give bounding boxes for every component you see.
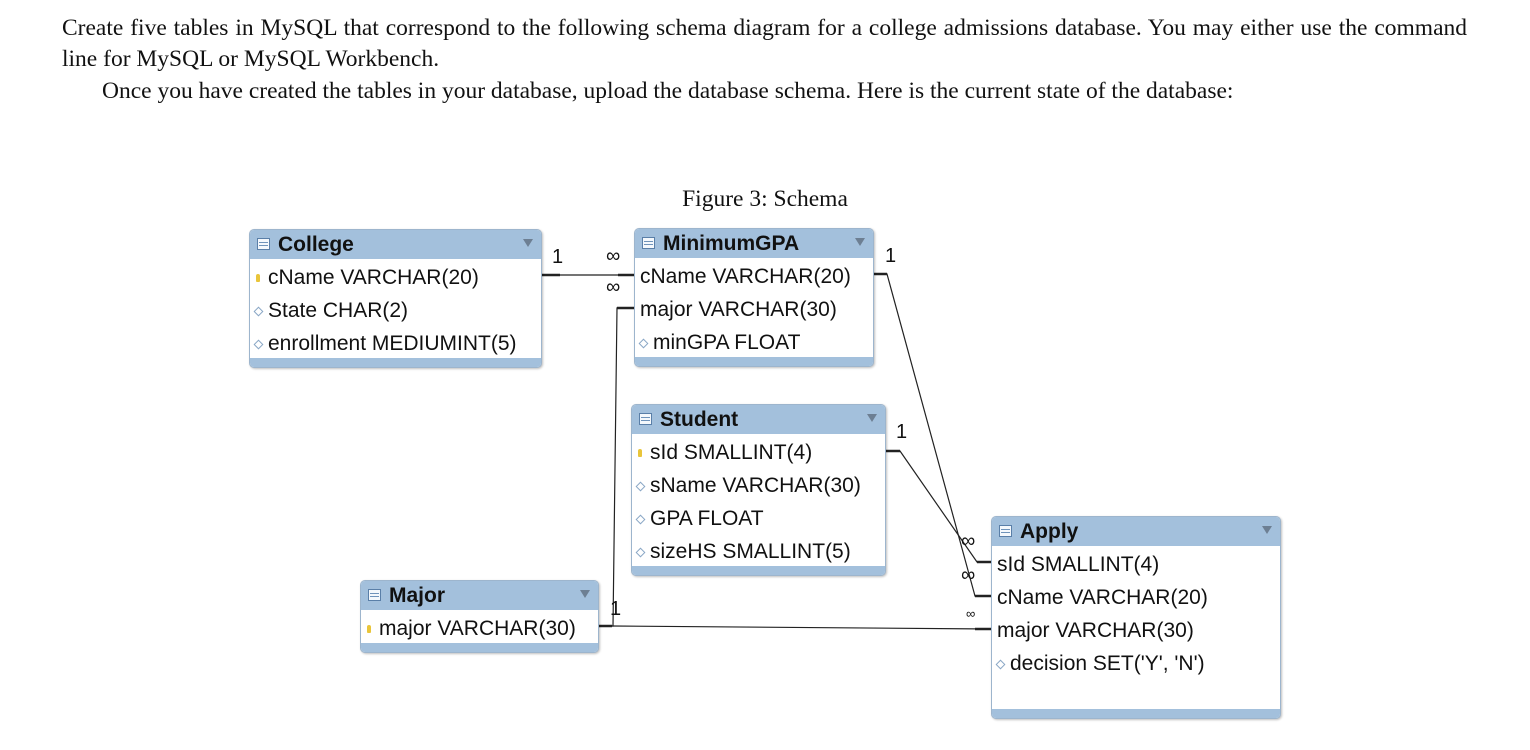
table-icon: [642, 237, 655, 249]
column-row: State CHAR(2): [250, 294, 541, 327]
column-row: sId SMALLINT(4): [632, 436, 885, 469]
column-definition: GPA FLOAT: [650, 507, 764, 530]
apply-table[interactable]: Apply sId SMALLINT(4) cName VARCHAR(20) …: [991, 516, 1281, 719]
table-icon: [639, 413, 652, 425]
chevron-down-icon[interactable]: [855, 238, 865, 246]
diamond-icon: [253, 306, 264, 317]
instructions-paragraph-1: Create five tables in MySQL that corresp…: [62, 15, 1467, 72]
column-row: sizeHS SMALLINT(5): [632, 535, 885, 568]
table-name: College: [278, 233, 354, 256]
diamond-icon: [253, 339, 264, 350]
key-icon: [367, 625, 371, 633]
column-row: major VARCHAR(30): [992, 614, 1280, 647]
table-icon: [257, 238, 270, 250]
cardinality-many-label: ∞: [961, 530, 976, 552]
apply-table-header[interactable]: Apply: [992, 517, 1280, 546]
column-definition: sName VARCHAR(30): [650, 474, 861, 497]
chevron-down-icon[interactable]: [1262, 526, 1272, 534]
column-definition: enrollment MEDIUMINT(5): [268, 332, 517, 355]
column-row: decision SET('Y', 'N'): [992, 647, 1280, 680]
column-row: GPA FLOAT: [632, 502, 885, 535]
table-name: Major: [389, 584, 446, 607]
column-definition: major VARCHAR(30): [997, 619, 1194, 642]
table-footer: [250, 358, 541, 367]
key-icon: [256, 274, 260, 282]
cardinality-many-label: ∞: [606, 276, 621, 298]
column-definition: cName VARCHAR(20): [268, 266, 479, 289]
major-table-header[interactable]: Major: [361, 581, 598, 610]
minimumgpa-table-header[interactable]: MinimumGPA: [635, 229, 873, 258]
column-row: major VARCHAR(30): [635, 293, 873, 326]
column-definition: sizeHS SMALLINT(5): [650, 540, 851, 563]
figure-caption: Figure 3: Schema: [682, 186, 848, 212]
column-row: enrollment MEDIUMINT(5): [250, 327, 541, 360]
table-footer: [992, 709, 1280, 718]
column-definition: minGPA FLOAT: [653, 331, 801, 354]
column-definition: major VARCHAR(30): [640, 298, 837, 321]
column-definition: sId SMALLINT(4): [997, 553, 1160, 576]
column-row: minGPA FLOAT: [635, 326, 873, 359]
key-icon: [638, 449, 642, 457]
minimumgpa-table[interactable]: MinimumGPA cName VARCHAR(20) major VARCH…: [634, 228, 874, 367]
cardinality-many-label: ∞: [966, 606, 976, 621]
chevron-down-icon[interactable]: [523, 239, 533, 247]
table-name: Student: [660, 408, 739, 431]
diamond-icon: [635, 514, 646, 525]
cardinality-many-label: ∞: [606, 245, 621, 267]
table-name: MinimumGPA: [663, 232, 800, 255]
diamond-icon: [995, 659, 1006, 670]
column-definition: major VARCHAR(30): [379, 617, 576, 640]
diamond-icon: [638, 338, 649, 349]
column-row: cName VARCHAR(20): [992, 581, 1280, 614]
column-row: sName VARCHAR(30): [632, 469, 885, 502]
table-footer: [635, 357, 873, 366]
cardinality-one-label: 1: [552, 246, 564, 268]
diamond-icon: [635, 481, 646, 492]
instructions-paragraph-2: Once you have created the tables in your…: [102, 78, 1234, 104]
column-row: major VARCHAR(30): [361, 612, 598, 645]
college-table[interactable]: College cName VARCHAR(20) State CHAR(2) …: [249, 229, 542, 368]
student-table[interactable]: Student sId SMALLINT(4) sName VARCHAR(30…: [631, 404, 886, 576]
diamond-icon: [635, 547, 646, 558]
cardinality-one-label: 1: [610, 598, 622, 620]
column-definition: sId SMALLINT(4): [650, 441, 813, 464]
major-table[interactable]: Major major VARCHAR(30): [360, 580, 599, 653]
column-definition: cName VARCHAR(20): [997, 586, 1208, 609]
student-table-header[interactable]: Student: [632, 405, 885, 434]
column-definition: cName VARCHAR(20): [640, 265, 851, 288]
column-definition: State CHAR(2): [268, 299, 409, 322]
column-row: sId SMALLINT(4): [992, 548, 1280, 581]
table-name: Apply: [1020, 520, 1079, 543]
college-table-header[interactable]: College: [250, 230, 541, 259]
column-definition: decision SET('Y', 'N'): [1010, 652, 1205, 675]
table-footer: [361, 643, 598, 652]
table-icon: [999, 525, 1012, 537]
column-row: cName VARCHAR(20): [635, 260, 873, 293]
table-footer: [632, 566, 885, 575]
cardinality-one-label: 1: [896, 421, 908, 443]
chevron-down-icon[interactable]: [867, 414, 877, 422]
table-icon: [368, 589, 381, 601]
cardinality-one-label: 1: [885, 245, 897, 267]
column-row: cName VARCHAR(20): [250, 261, 541, 294]
rel-major-apply: [611, 625, 992, 630]
chevron-down-icon[interactable]: [580, 590, 590, 598]
rel-major-minimumgpa: [598, 307, 634, 627]
cardinality-many-label: ∞: [961, 564, 976, 586]
